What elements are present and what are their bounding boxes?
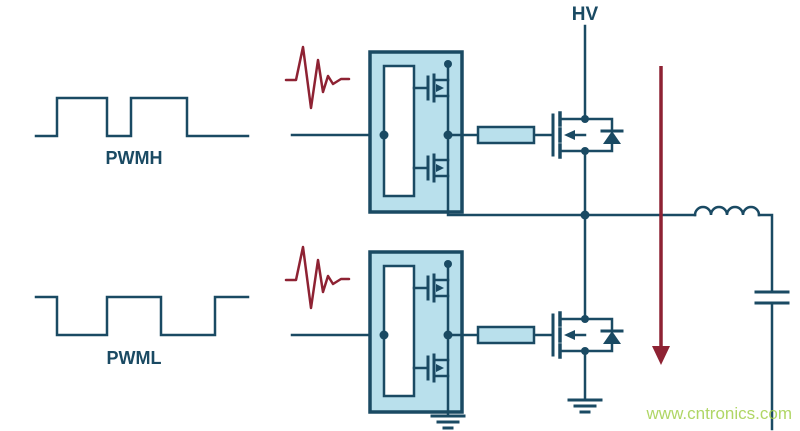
glitch-pulse-high bbox=[284, 45, 351, 110]
pwmh-waveform bbox=[34, 96, 250, 138]
gate-resistor-low bbox=[476, 325, 536, 345]
switch-node-junction bbox=[580, 210, 590, 220]
ground-driver-low bbox=[430, 414, 466, 430]
watermark-text: www.cntronics.com bbox=[646, 404, 792, 423]
pwml-waveform bbox=[34, 295, 250, 337]
hv-label: HV bbox=[572, 4, 599, 25]
output-wire bbox=[757, 213, 774, 294]
glitch-pulse-low bbox=[284, 245, 351, 310]
gate-driver-high bbox=[370, 52, 462, 212]
output-capacitor bbox=[754, 290, 790, 305]
gate-resistor-high bbox=[476, 125, 536, 145]
ground-main bbox=[567, 398, 603, 414]
current-arrow bbox=[652, 66, 670, 365]
pwml-label: PWML bbox=[107, 348, 162, 368]
pwmh-label: PWMH bbox=[106, 148, 163, 168]
mosfet-low-side bbox=[551, 311, 624, 359]
output-inductor bbox=[693, 205, 761, 217]
mosfet-high-side bbox=[551, 111, 624, 159]
gate-driver-low bbox=[370, 252, 462, 412]
switch-node-wire bbox=[446, 210, 697, 217]
